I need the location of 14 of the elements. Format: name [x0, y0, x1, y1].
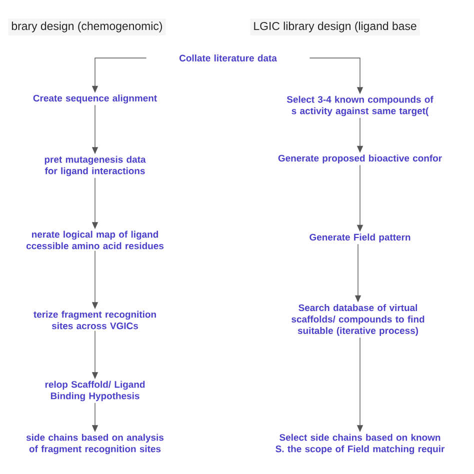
- step-text: Select 3-4 known compounds of s activity against same target(: [286, 96, 434, 116]
- heading: brary design (chemogenomic): [8, 18, 166, 36]
- heading: LGIC library design (ligand base: [250, 18, 420, 36]
- step-text: Generate proposed bioactive confor: [278, 154, 442, 164]
- step-text: terize fragment recognition sites across VGICs: [34, 310, 156, 330]
- step-text: Create sequence alignment: [33, 94, 157, 104]
- step-text: pret mutagenesis data for ligand interactions: [44, 156, 146, 176]
- step-text: Select side chains based on known S. the scope of Field matching requir: [276, 434, 445, 454]
- step-text: Generate Field pattern: [310, 234, 410, 242]
- step-text: nerate logical map of ligand ccessible amino acid residues: [26, 230, 164, 250]
- step-text: Search database of virtual scaffolds/ compounds to find suitable (iterative process): [292, 304, 424, 336]
- step-text: relop Scaffold/ Ligand Binding Hypothesis: [45, 380, 145, 402]
- step-text: Collate literature data: [179, 54, 277, 62]
- step-text: side chains based on analysis of fragment recognition sites: [26, 434, 164, 454]
